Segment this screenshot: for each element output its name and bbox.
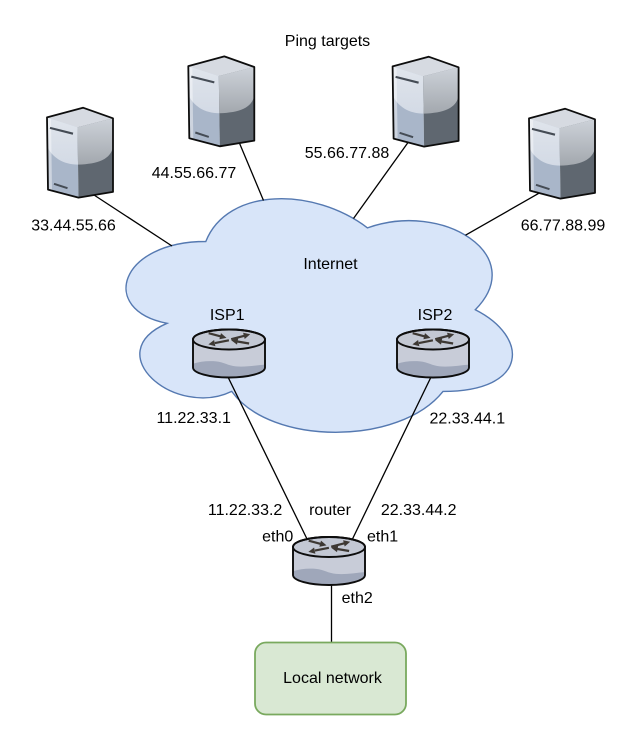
svg-text:33.44.55.66: 33.44.55.66 [31,217,116,234]
svg-text:11.22.33.1: 11.22.33.1 [156,410,231,427]
svg-text:55.66.77.88: 55.66.77.88 [305,145,390,162]
svg-text:router: router [309,502,351,519]
svg-text:ISP2: ISP2 [418,307,453,324]
svg-text:11.22.33.2: 11.22.33.2 [208,502,283,519]
svg-text:22.33.44.2: 22.33.44.2 [381,502,457,519]
svg-text:eth0: eth0 [262,528,293,545]
svg-text:Ping targets: Ping targets [285,33,370,50]
svg-text:eth1: eth1 [367,528,398,545]
svg-text:44.55.66.77: 44.55.66.77 [152,165,237,182]
svg-text:Internet: Internet [303,256,358,273]
svg-text:22.33.44.1: 22.33.44.1 [429,410,505,427]
svg-text:eth2: eth2 [342,590,373,607]
svg-text:Local network: Local network [283,670,383,687]
svg-text:66.77.88.99: 66.77.88.99 [521,217,606,234]
svg-text:ISP1: ISP1 [210,307,245,324]
